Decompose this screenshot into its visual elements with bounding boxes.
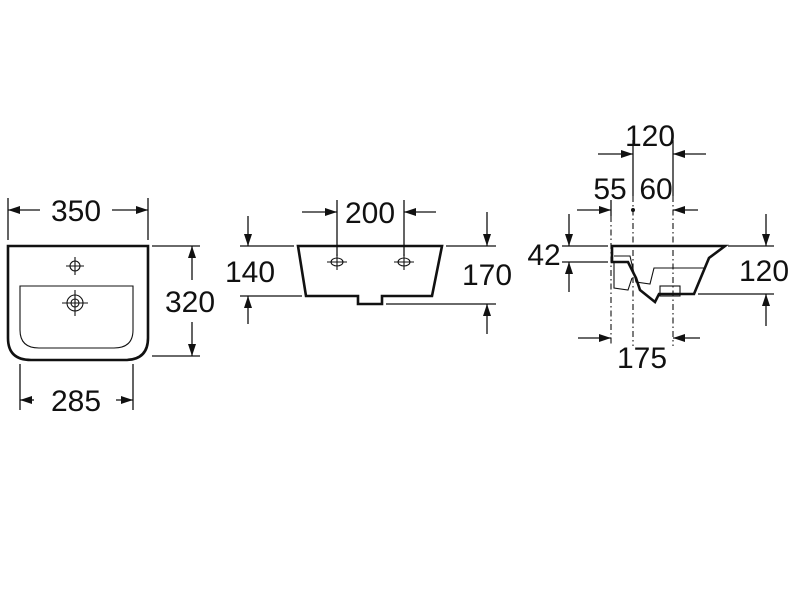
dim-depth: 320 xyxy=(165,286,215,319)
dim-side-top-width: 120 xyxy=(625,120,675,153)
top-view: 350 320 285 xyxy=(6,195,215,418)
dim-width-bottom: 285 xyxy=(51,385,101,418)
basin-front-outline xyxy=(296,244,444,306)
dim-width-top: 350 xyxy=(51,195,101,228)
basin-inner-bowl xyxy=(19,285,134,349)
drain-icon xyxy=(62,290,88,316)
basin-side-profile xyxy=(610,244,729,305)
front-view: 200 140 170 xyxy=(225,197,512,334)
tap-hole-icon xyxy=(66,257,84,275)
dim-right-height: 170 xyxy=(462,259,512,292)
dim-side-rim-depth: 42 xyxy=(527,239,560,272)
dim-tap-spacing: 200 xyxy=(345,197,395,230)
dim-side-offset-left: 55 xyxy=(593,173,626,206)
basin-outer-outline xyxy=(6,244,150,362)
basin-side-inner xyxy=(614,255,704,285)
dim-side-total-depth: 175 xyxy=(617,342,667,375)
right-tap-hole-icon xyxy=(394,254,414,270)
left-tap-hole-icon xyxy=(327,254,347,270)
side-view: 120 55 60 42 120 175 xyxy=(527,120,789,375)
dim-side-offset-right: 60 xyxy=(639,173,672,206)
dim-left-height: 140 xyxy=(225,256,275,289)
dim-side-bowl-height: 120 xyxy=(739,255,789,288)
